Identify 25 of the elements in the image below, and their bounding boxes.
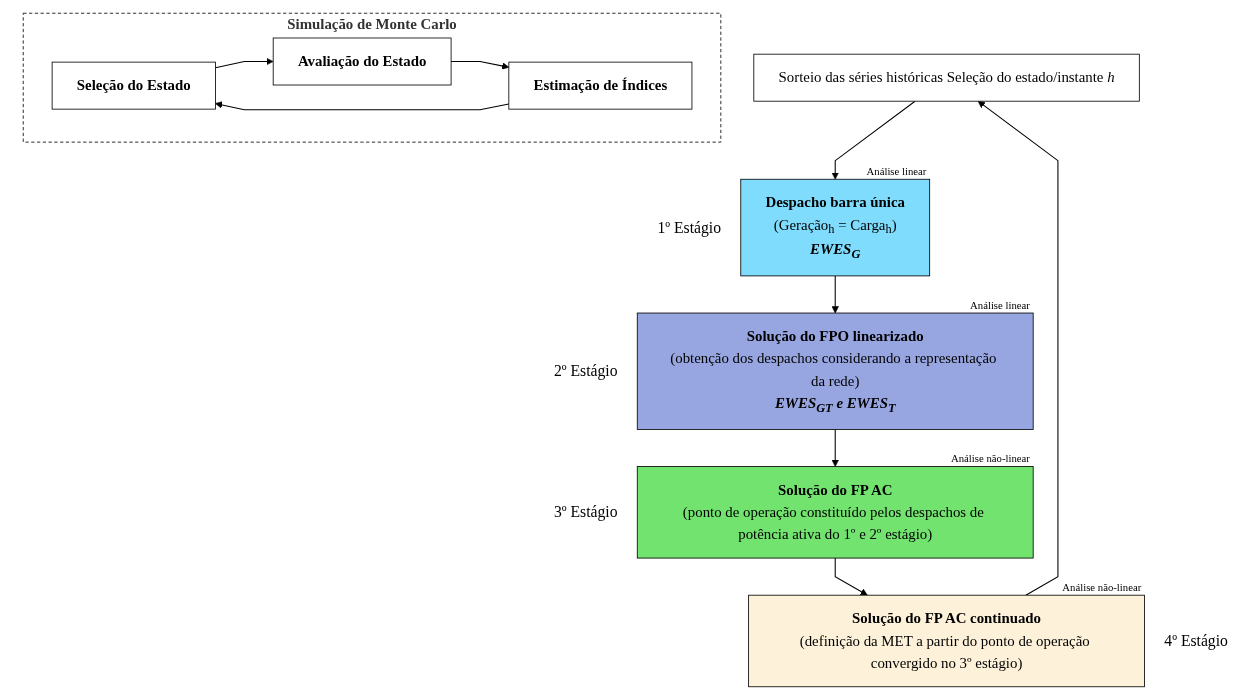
- node-box: [740, 178, 930, 277]
- arrow: [831, 275, 839, 314]
- node-box: [508, 61, 693, 110]
- analysis-note: Análise não-linear: [1062, 581, 1142, 594]
- node-box: [272, 37, 452, 86]
- arrow: [450, 60, 509, 70]
- stage-label: 4º Estágio: [1164, 631, 1228, 649]
- arrow: [977, 100, 1059, 596]
- cluster: [22, 12, 722, 143]
- node-box: [636, 312, 1034, 430]
- analysis-note: Análise linear: [866, 165, 927, 178]
- arrow: [831, 428, 839, 467]
- arrow: [215, 101, 510, 111]
- stage-label: 1º Estágio: [657, 218, 721, 236]
- arrow: [831, 100, 916, 180]
- analysis-note: Análise não-linear: [950, 452, 1030, 465]
- node-box: [753, 53, 1140, 102]
- arrow: [214, 57, 274, 69]
- analysis-note: Análise linear: [969, 298, 1030, 311]
- stage-label: 3º Estágio: [553, 503, 618, 521]
- stage-label: 2º Estágio: [553, 362, 618, 380]
- arrow: [834, 557, 868, 596]
- node-box: [748, 594, 1145, 688]
- node-box: [51, 61, 216, 110]
- node-box: [636, 466, 1034, 559]
